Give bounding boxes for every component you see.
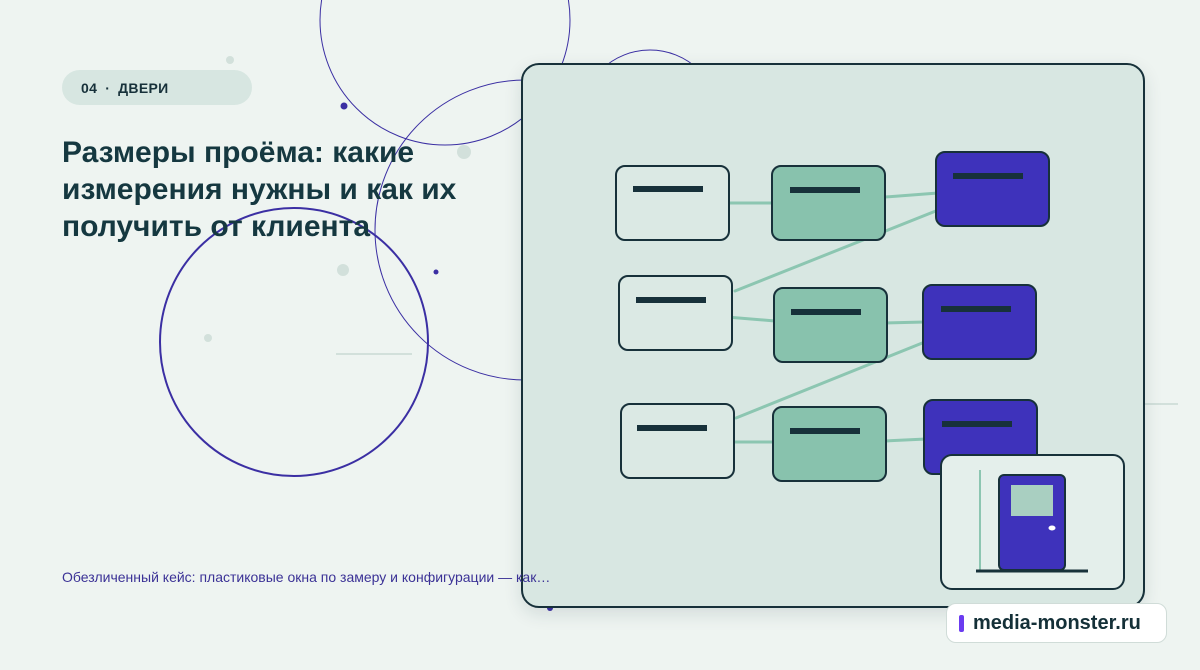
connector: [883, 437, 928, 443]
decor-dot-soft: [204, 334, 212, 342]
flow-card-green: [771, 165, 886, 241]
brand-bar-icon: [959, 614, 964, 632]
flow-card-indigo: [935, 151, 1050, 227]
connector: [883, 191, 940, 199]
flow-card-light: [620, 403, 735, 479]
door-icon: [976, 470, 1088, 573]
flow-card-light: [618, 275, 733, 351]
flow-card-light: [615, 165, 730, 241]
connector: [883, 320, 927, 325]
page-title: Размеры проёма: какие измерения нужны и …: [62, 136, 457, 243]
flow-card-indigo: [922, 284, 1037, 360]
category-badge: 04 · ДВЕРИ: [62, 70, 252, 105]
brand-label: media-monster.ru: [946, 603, 1167, 643]
flow-card-green: [773, 287, 888, 363]
badge-separator: ·: [105, 79, 111, 96]
brand-name: media-monster.ru: [973, 611, 1141, 634]
flow-diagram: [615, 151, 1050, 482]
decor-circle-large: [159, 207, 429, 477]
badge-number: 04: [81, 79, 98, 96]
page-subtitle: Обезличенный кейс: пластиковые окна по з…: [62, 569, 551, 585]
decor-dot-soft: [337, 264, 349, 276]
flow-card-green: [772, 406, 887, 482]
decor-dot: [340, 102, 348, 110]
door-card: [940, 454, 1125, 590]
decor-dot-soft: [457, 145, 471, 159]
decor-dot-soft: [226, 56, 234, 64]
decor-circle-top: [319, 0, 571, 146]
illustration-panel: [521, 63, 1145, 608]
decor-dot: [433, 269, 439, 275]
badge-category: ДВЕРИ: [118, 79, 169, 96]
